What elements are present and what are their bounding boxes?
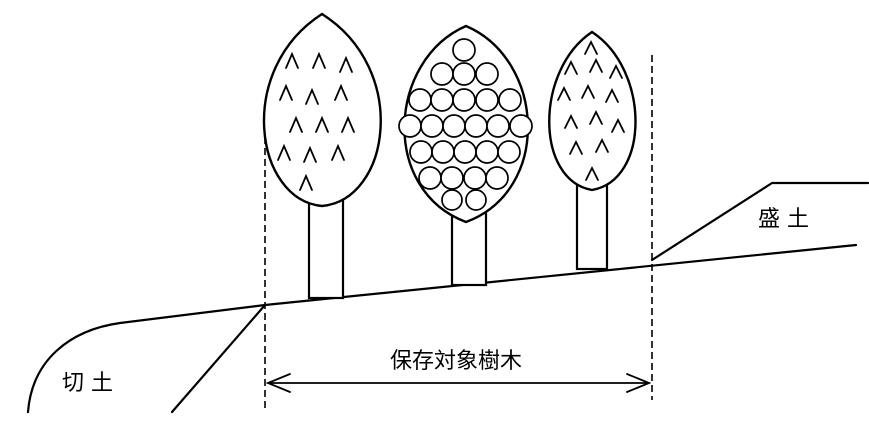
tree-left-trunk [307,196,345,300]
cut-slope [26,303,267,414]
tree-middle-trunk [450,211,488,287]
tree-right-trunk [575,180,609,271]
fill-soil-label: 盛 土 [758,207,809,232]
fill-slope [650,181,869,262]
tree-right-marks [557,39,625,181]
ground-line [263,243,858,307]
tree-middle [398,24,533,287]
arrow-left-icon [265,373,291,393]
cut-soil-label: 切 土 [62,371,113,396]
preserved-trees-label: 保存対象樹木 [390,349,522,374]
tree-right [548,30,637,271]
tree-left-marks [277,51,355,191]
tree-middle-circles [398,38,533,211]
tree-left [262,12,382,300]
arrow-right-icon [626,373,652,393]
tree-left-crown [262,12,382,208]
tree-right-crown [548,30,637,192]
